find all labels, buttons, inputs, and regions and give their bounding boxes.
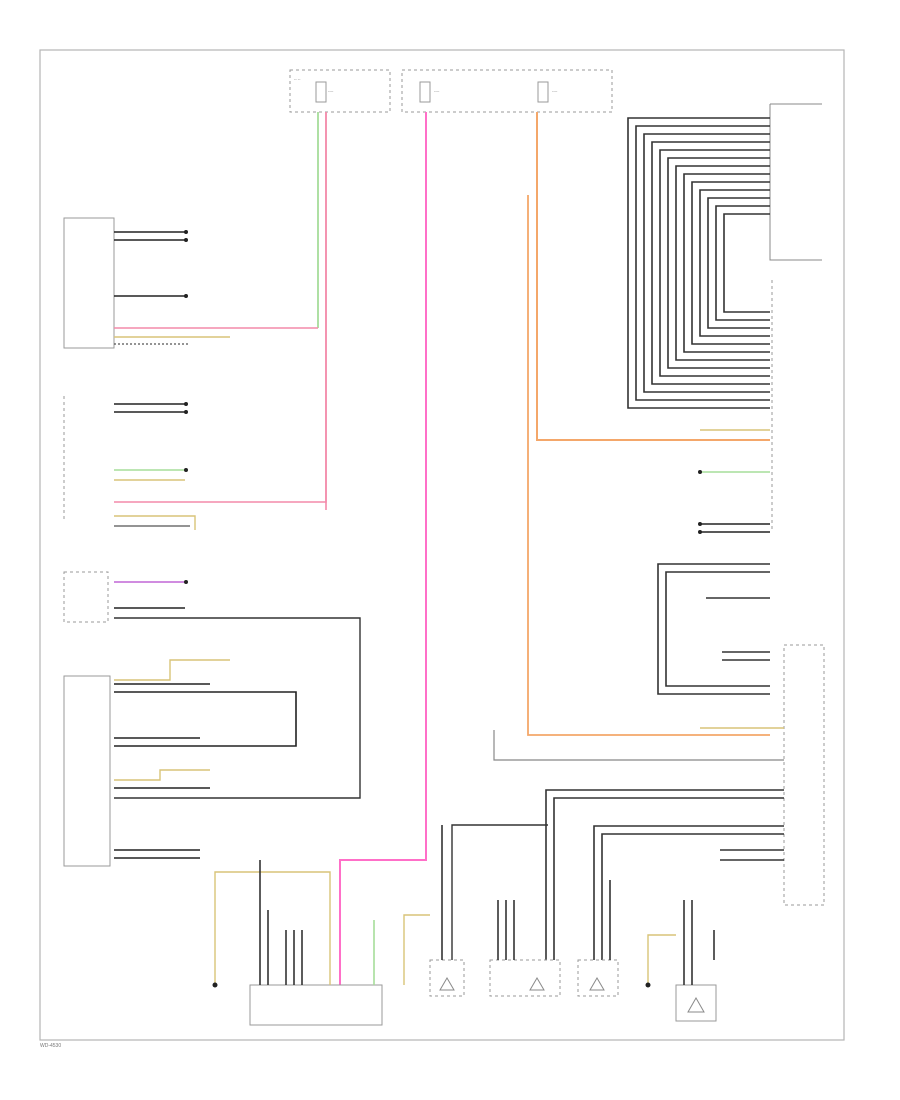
wire-orange-main-feed <box>536 112 770 441</box>
svg-text:-- --: -- -- <box>294 76 301 81</box>
ground-bottom-left <box>212 982 218 988</box>
module-lower-left-small-pins <box>114 580 361 799</box>
wire-orange-branch <box>527 195 770 736</box>
component-bottom-main <box>249 984 383 1026</box>
component-bottom-mid3 <box>577 880 619 997</box>
svg-text:----: ---- <box>552 88 558 93</box>
fuse-block-left: ---- -- -- <box>289 69 391 113</box>
module-lower-left-tall <box>63 675 111 867</box>
module-upper-left-pins <box>114 230 318 345</box>
svg-text:----: ---- <box>328 88 334 93</box>
component-bottom-right <box>647 900 717 1022</box>
fuse-block-right: ---- ---- <box>401 69 613 113</box>
component-bottom-main-wires <box>214 860 375 985</box>
ground-bottom-right <box>645 982 651 988</box>
module-lower-left-tall-pins <box>114 659 297 859</box>
module-right-lower-pins <box>493 727 784 960</box>
component-bottom-mid2 <box>489 900 561 997</box>
module-lower-left-small <box>63 571 109 623</box>
svg-text:----: ---- <box>434 88 440 93</box>
right-harness-bundle <box>627 117 770 409</box>
wire-magenta-main-feed <box>339 112 427 985</box>
sheet-reference-code: WD-4530 <box>40 1043 62 1049</box>
module-right-lower <box>783 644 825 906</box>
module-upper-left <box>63 217 115 349</box>
right-module-pin-column <box>698 280 773 534</box>
sheet-border <box>39 49 845 1041</box>
right-lower-harness <box>657 563 770 695</box>
module-mid-left-pins <box>114 112 327 530</box>
component-bottom-mid1 <box>403 824 548 997</box>
module-right-upper <box>769 103 822 261</box>
